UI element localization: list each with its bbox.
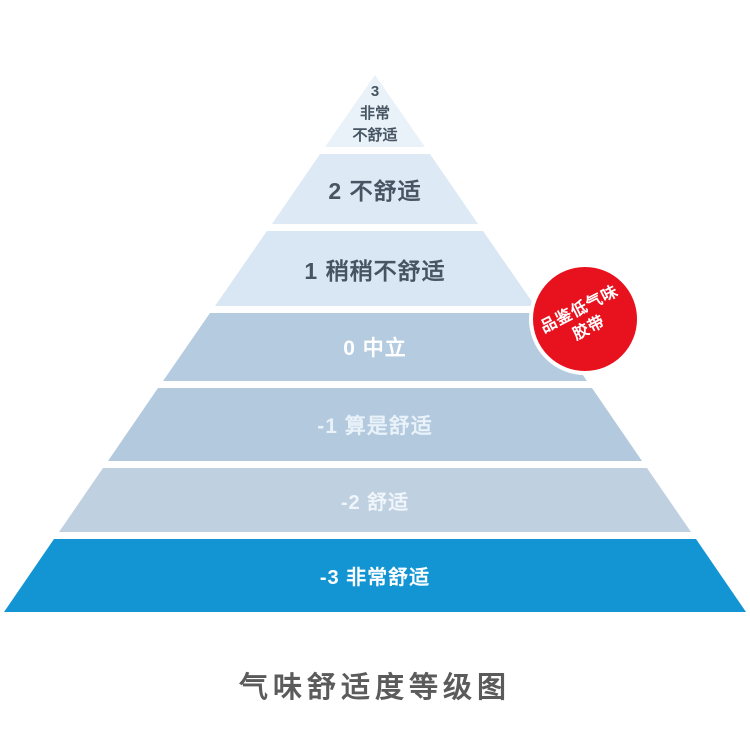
pyramid-level-minus1-label: -1 算是舒适 <box>317 414 433 438</box>
pyramid-level-3: 3 非常 不舒适 <box>4 75 746 147</box>
pyramid-level-minus2: -2 舒适 <box>4 468 746 532</box>
pyramid-level-2: 2 不舒适 <box>4 154 746 224</box>
badge-text: 品鉴低气味 胶带 <box>538 281 633 357</box>
pyramid-level-0-shape <box>163 313 587 381</box>
level-3-line-3: 不舒适 <box>352 127 398 144</box>
pyramid-level-minus3-shape <box>4 539 746 612</box>
pyramid-level-1-shape <box>215 231 535 306</box>
pyramid-level-1-label: 1 稍稍不舒适 <box>304 257 446 284</box>
pyramid-level-minus2-shape <box>59 468 691 532</box>
low-odor-tape-badge: 品鉴低气味 胶带 <box>529 263 641 375</box>
pyramid-level-minus3-label: -3 非常舒适 <box>319 567 431 589</box>
comfort-pyramid: 3 非常 不舒适 2 不舒适 1 稍稍不舒适 0 中立 -1 算是舒适 -2 舒… <box>4 75 746 612</box>
pyramid-level-minus1: -1 算是舒适 <box>4 388 746 461</box>
pyramid-level-minus1-shape <box>108 388 642 461</box>
pyramid-level-3-label: 3 非常 不舒适 <box>4 75 746 147</box>
level-3-line-2: 非常 <box>359 105 390 122</box>
pyramid-level-2-label: 2 不舒适 <box>328 178 422 204</box>
pyramid-level-1: 1 稍稍不舒适 <box>4 231 746 306</box>
pyramid-level-0-label: 0 中立 <box>343 337 407 360</box>
chart-title: 气味舒适度等级图 <box>238 672 511 704</box>
pyramid-level-minus3: -3 非常舒适 <box>4 539 746 612</box>
pyramid-level-minus2-label: -2 舒适 <box>340 491 410 514</box>
pyramid-level-0: 0 中立 <box>4 313 746 381</box>
level-3-line-1: 3 <box>370 83 380 100</box>
